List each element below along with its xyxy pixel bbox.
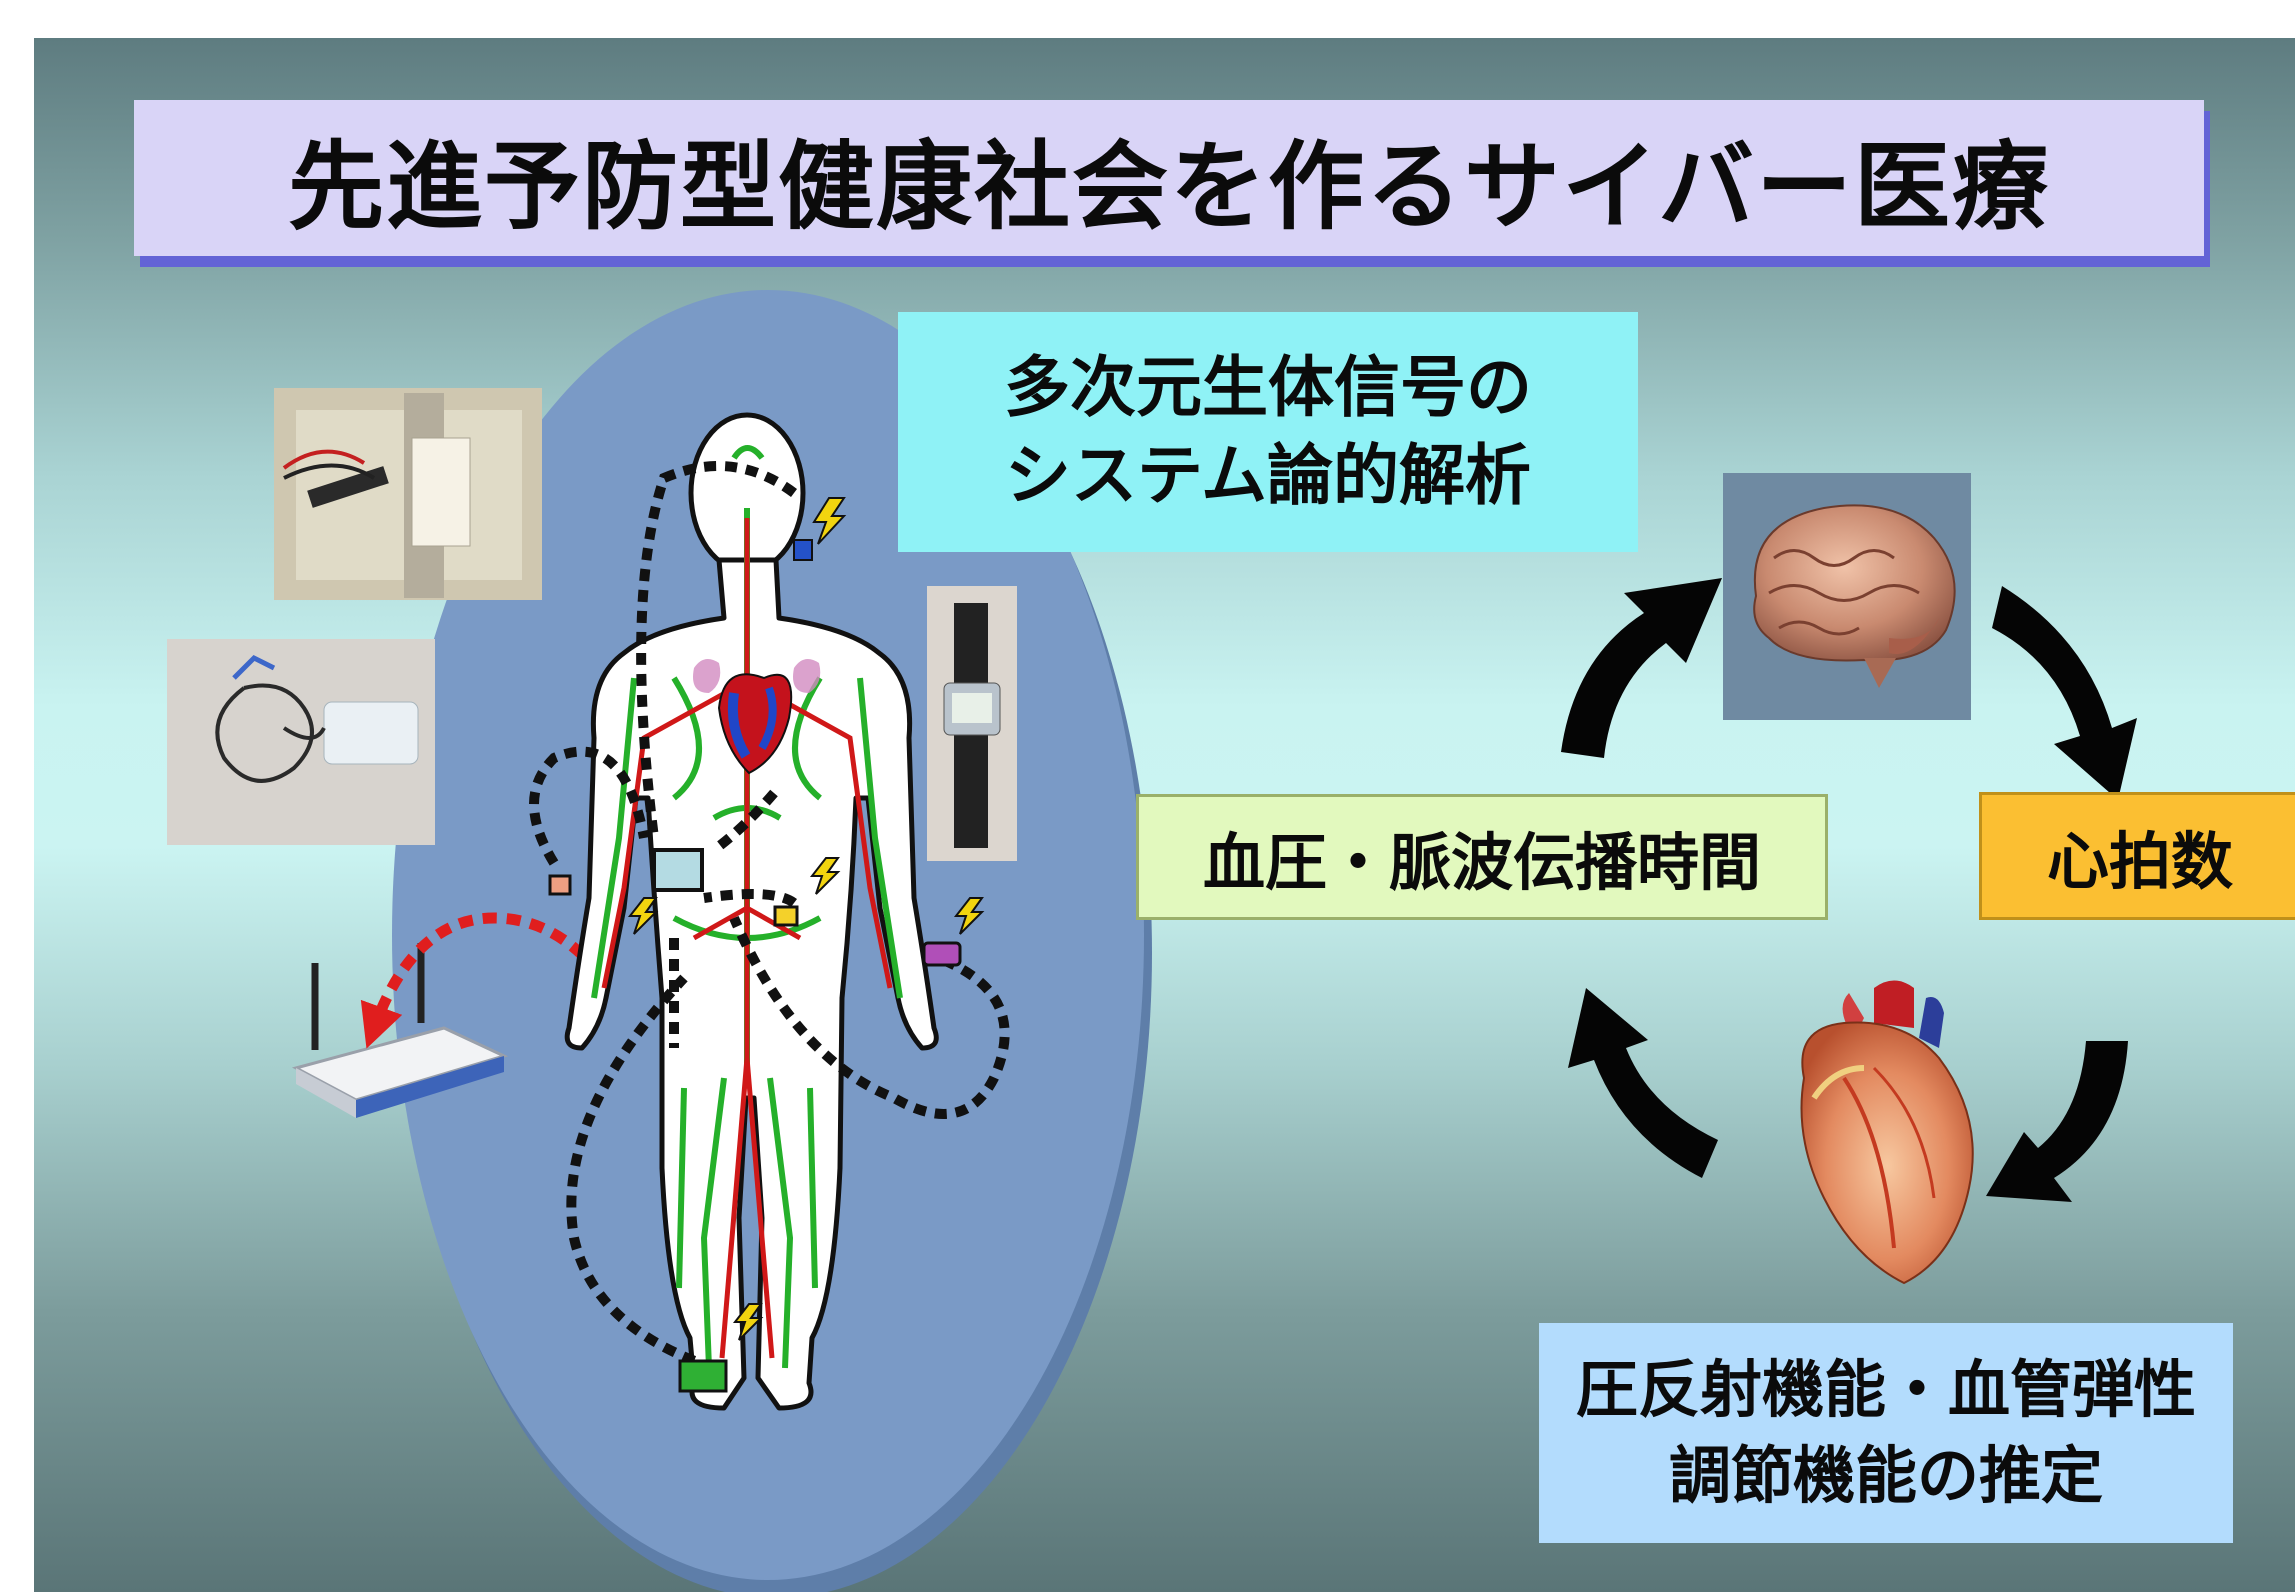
cycle-arrow-bottom-right	[1986, 1041, 2128, 1202]
brain-image	[1723, 473, 1971, 720]
slide: 先進予防型健康社会を作るサイバー医療	[34, 38, 2295, 1592]
analysis-label-box: 多次元生体信号の システム論的解析	[898, 312, 1638, 552]
estimation-label-box: 圧反射機能・血管弾性 調節機能の推定	[1539, 1323, 2233, 1543]
cycle-arrow-top-left	[1561, 578, 1722, 758]
analysis-label-line1: 多次元生体信号の	[1004, 344, 1532, 432]
human-body-figure	[567, 415, 936, 1408]
wristwatch-sensor	[927, 586, 1017, 861]
heart-rate-label: 心拍数	[2047, 811, 2233, 901]
estimation-label-line2: 調節機能の推定	[1669, 1433, 2103, 1519]
cycle-arrow-top-right	[1992, 586, 2137, 800]
analysis-label-line2: システム論的解析	[1005, 432, 1531, 520]
wireless-transmission-arrow	[374, 918, 599, 1028]
heart-image	[1802, 981, 1973, 1284]
sensor-device-photo	[274, 388, 542, 600]
cycle-arrow-bottom-left	[1568, 988, 1718, 1178]
blood-pressure-label-box: 血圧・脈波伝播時間	[1136, 794, 1828, 920]
estimation-label-line1: 圧反射機能・血管弾性	[1576, 1347, 2196, 1433]
heart-rate-label-box: 心拍数	[1979, 792, 2295, 920]
central-hub-unit	[654, 850, 702, 890]
portable-monitor-photo	[167, 639, 435, 845]
blood-pressure-label: 血圧・脈波伝播時間	[1203, 812, 1761, 902]
wireless-router	[296, 943, 504, 1118]
